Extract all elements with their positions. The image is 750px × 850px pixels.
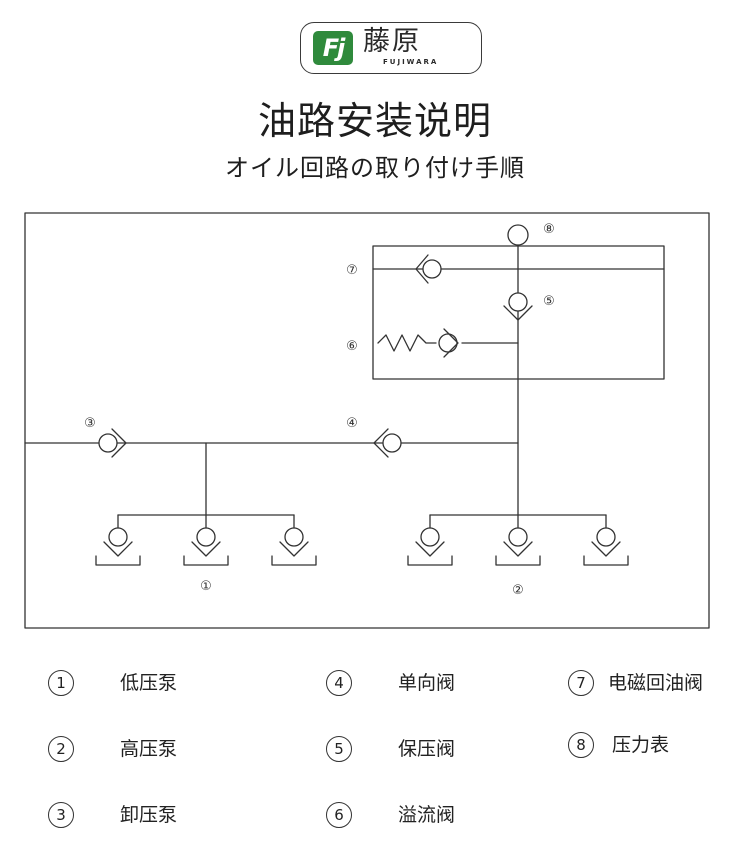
legend-item-high-pressure-pump: 2 高压泵 xyxy=(48,736,248,766)
callout-6: ⑥ xyxy=(346,339,358,354)
legend-item-relief-valve: 6 溢流阀 xyxy=(326,802,526,832)
legend-number: 6 xyxy=(326,802,352,828)
callout-1: ① xyxy=(200,579,212,594)
legend-label: 高压泵 xyxy=(120,738,178,760)
logo-english-name: FUJIWARA xyxy=(383,58,439,66)
legend-number: 2 xyxy=(48,736,74,762)
pressure-gauge-symbol xyxy=(507,224,529,246)
legend-label: 压力表 xyxy=(612,734,670,756)
page-title: 油路安装说明 xyxy=(257,99,492,143)
legend-item-low-pressure-pump: 1 低压泵 xyxy=(48,670,248,700)
legend-number: 8 xyxy=(568,732,594,758)
check-valve-symbol xyxy=(373,428,402,458)
oil-circuit-diagram: ① ② ③ ④ ⑤ ⑥ ⑦ ⑧ xyxy=(24,212,710,629)
legend-label: 卸压泵 xyxy=(120,804,178,826)
high-pressure-pump-symbol xyxy=(407,527,453,566)
high-pressure-pump-symbol xyxy=(583,527,629,566)
legend-item-check-valve: 4 单向阀 xyxy=(326,670,526,700)
legend-item-holding-valve: 5 保压阀 xyxy=(326,736,526,766)
legend-number: 3 xyxy=(48,802,74,828)
legend-number: 5 xyxy=(326,736,352,762)
low-pressure-pump-symbol xyxy=(183,527,229,566)
callout-2: ② xyxy=(512,583,524,598)
page-subtitle: オイル回路の取り付け手順 xyxy=(225,154,525,182)
callout-5: ⑤ xyxy=(543,294,555,309)
callout-4: ④ xyxy=(346,416,358,431)
logo-chinese-name: 藤原 xyxy=(363,26,421,57)
high-pressure-pump-symbol xyxy=(495,527,541,566)
legend-number: 7 xyxy=(568,670,594,696)
callout-8: ⑧ xyxy=(543,222,555,237)
legend-number: 4 xyxy=(326,670,352,696)
legend-label: 溢流阀 xyxy=(398,804,456,826)
legend-label: 单向阀 xyxy=(398,672,456,694)
legend-label: 电磁回油阀 xyxy=(608,672,704,694)
legend-label: 保压阀 xyxy=(398,738,456,760)
solenoid-valve-symbol xyxy=(415,254,442,284)
low-pressure-pump-symbol xyxy=(271,527,317,566)
relief-valve-symbol xyxy=(377,328,459,358)
unloading-valve-symbol xyxy=(98,428,127,458)
diagram-frame xyxy=(24,212,710,629)
callout-7: ⑦ xyxy=(346,263,358,278)
brand-logo: Fj 藤原 FUJIWARA xyxy=(300,22,482,74)
legend-label: 低压泵 xyxy=(120,672,178,694)
callout-3: ③ xyxy=(84,416,96,431)
legend-item-unloading-pump: 3 卸压泵 xyxy=(48,802,248,832)
legend-number: 1 xyxy=(48,670,74,696)
legend-item-pressure-gauge: 8 压力表 xyxy=(568,732,743,762)
holding-valve-symbol xyxy=(503,292,533,321)
low-pressure-pump-symbol xyxy=(95,527,141,566)
logo-mark: Fj xyxy=(313,31,353,65)
legend-item-solenoid-return-valve: 7 电磁回油阀 xyxy=(568,670,743,700)
